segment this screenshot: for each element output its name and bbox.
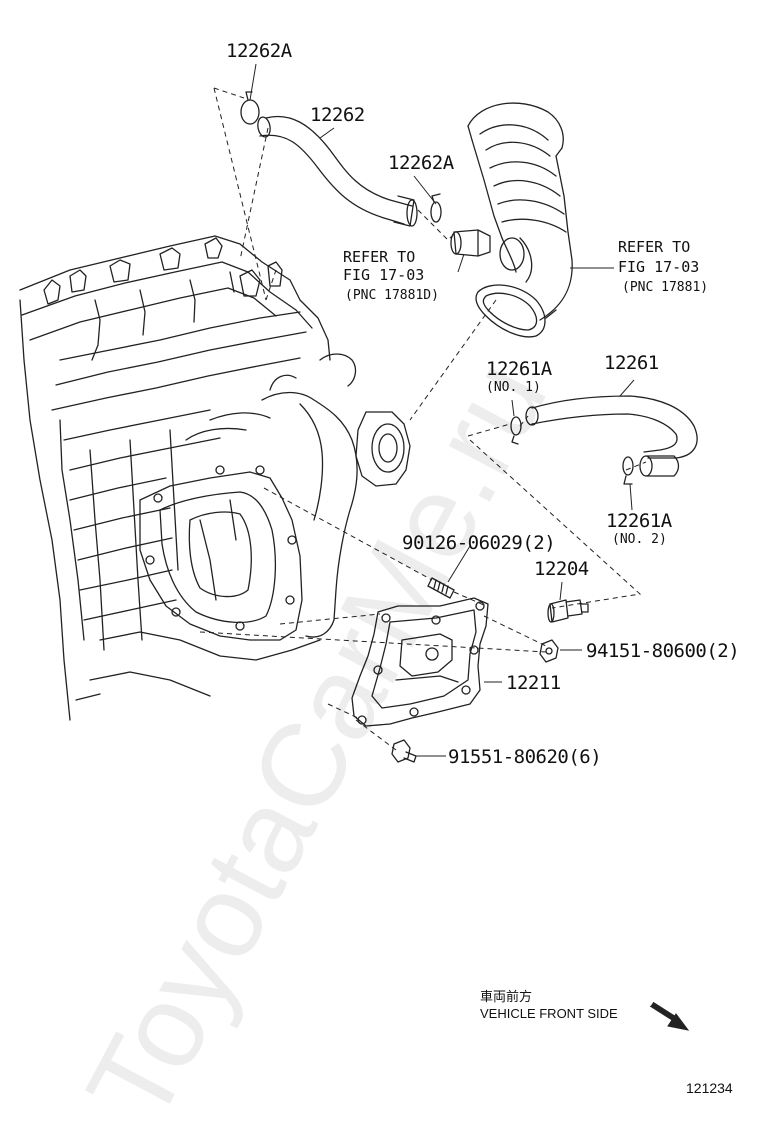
label-refer-right-1: REFER TO [618, 238, 691, 256]
intake-hose-drawing [467, 102, 573, 338]
diagram-number: 121234 [686, 1080, 733, 1096]
label-front-jp: 車両前方 [480, 989, 533, 1004]
label-refer-left-2: FIG 17-03 [343, 266, 425, 284]
label-refer-left-3: (PNC 17881D) [345, 288, 439, 303]
label-refer-right-3: (PNC 17881) [622, 280, 709, 295]
clip-12261a-no2-drawing [622, 456, 634, 485]
label-12262a-top: 12262A [226, 40, 292, 62]
cover-plate-12211-drawing [351, 597, 489, 727]
clip-12262a-right-drawing [430, 193, 442, 223]
stud-bolt-90126-drawing [427, 577, 455, 599]
label-12204: 12204 [534, 558, 589, 580]
label-refer-left-1: REFER TO [343, 248, 416, 266]
label-12261: 12261 [604, 352, 659, 374]
plug-12204-drawing [547, 599, 589, 623]
label-front-en: VEHICLE FRONT SIDE [480, 1006, 618, 1021]
connector-pnc-17881d-drawing [450, 229, 491, 257]
label-12261a-no1: 12261A [486, 358, 552, 380]
hose-12262-drawing [257, 115, 418, 227]
assembly-dashed-lines [199, 87, 647, 751]
front-arrow-icon [649, 1001, 690, 1031]
diagram-drawing [19, 63, 698, 1031]
clip-12261a-no1-drawing [510, 416, 522, 445]
label-90126: 90126-06029(2) [402, 532, 556, 554]
label-no2: (NO. 2) [612, 532, 667, 547]
nut-94151-drawing [539, 639, 559, 663]
label-no1: (NO. 1) [486, 380, 541, 395]
label-12211: 12211 [506, 672, 561, 694]
bolt-91551-drawing [391, 739, 417, 763]
hose-12261-drawing [525, 395, 698, 477]
label-12262a-right: 12262A [388, 152, 454, 174]
label-91551: 91551-80620(6) [448, 746, 602, 768]
label-12262: 12262 [310, 104, 365, 126]
label-94151: 94151-80600(2) [586, 640, 740, 662]
engine-block-drawing [19, 235, 411, 721]
clip-12262a-top-drawing [240, 91, 260, 125]
parts-diagram: ToyotaCarMe.ru 12262A 12262 12262A REFER… [19, 40, 740, 1143]
label-refer-right-2: FIG 17-03 [618, 258, 700, 276]
label-12261a-no2: 12261A [606, 510, 672, 532]
leader-lines [249, 63, 635, 757]
